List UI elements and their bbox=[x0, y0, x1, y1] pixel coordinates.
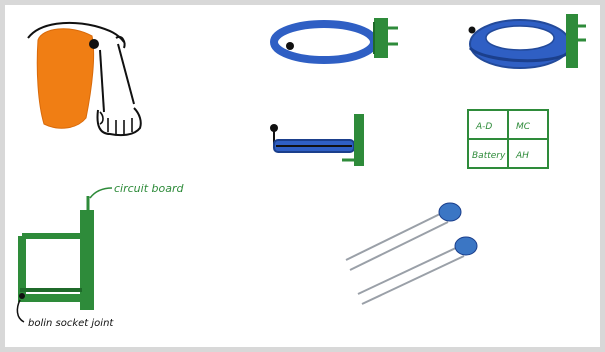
grid-cell-2: MC bbox=[516, 122, 531, 132]
chip-grid-icon: A-D MC Battery AH bbox=[468, 110, 548, 168]
grid-cell-4: AH bbox=[515, 151, 529, 161]
probe-icon bbox=[346, 203, 477, 304]
coil-ring-icon bbox=[274, 18, 398, 60]
hand-with-hair-icon bbox=[28, 23, 141, 135]
circuit-board-icon: circuit board bolin socket joint bbox=[17, 182, 184, 329]
coil-side-icon bbox=[270, 114, 364, 166]
coil-bowl-icon bbox=[469, 14, 587, 68]
grid-cell-3: Battery bbox=[472, 151, 506, 161]
solder-joint-label: bolin socket joint bbox=[28, 318, 114, 329]
grid-cell-1: A-D bbox=[475, 122, 492, 132]
circuit-board-label: circuit board bbox=[114, 182, 184, 195]
